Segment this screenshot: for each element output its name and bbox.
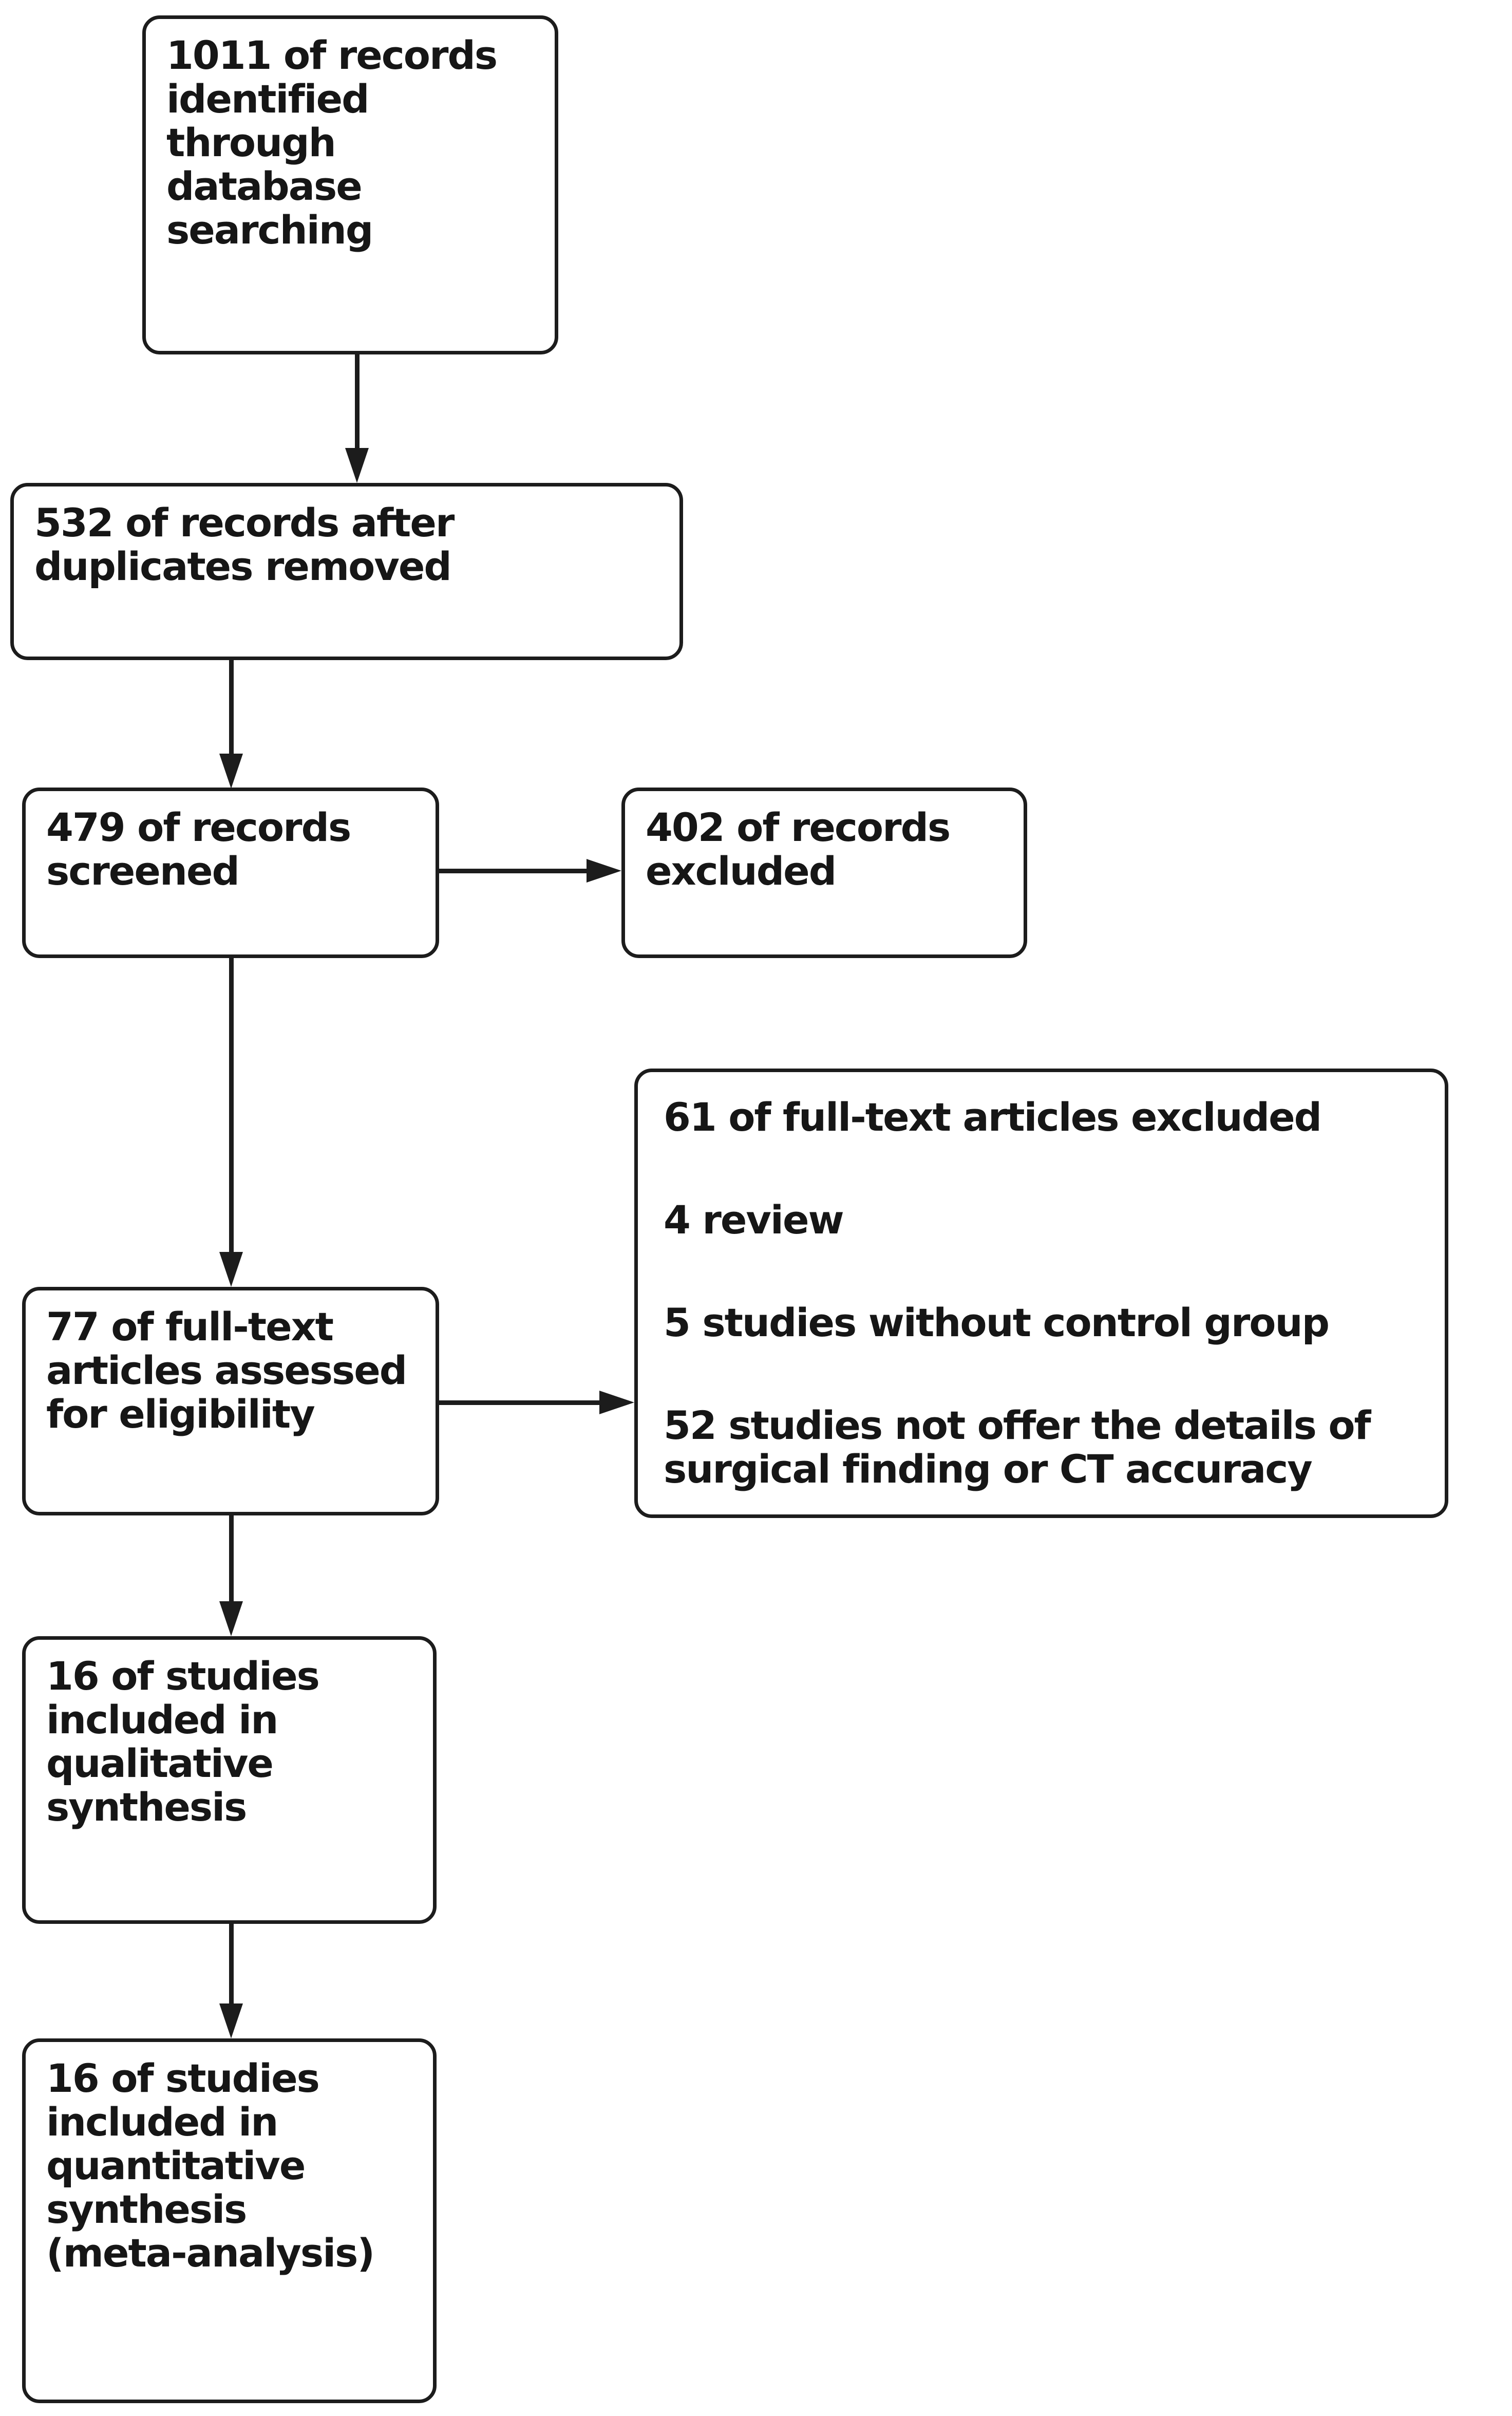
exclusion-reason-item: 4 review (664, 1197, 844, 1243)
flow-box-fulltext-excluded: 61 of full-text articles excluded 4 revi… (634, 1069, 1448, 1518)
connector-qualitative-to-quantitative (229, 1924, 234, 2010)
flow-box-after-duplicates-removed: 532 of records after duplicates removed (10, 483, 683, 660)
exclusion-reason-item: 61 of full-text articles excluded (664, 1094, 1322, 1140)
exclusion-reason-item: 52 studies not offer the details of surg… (664, 1402, 1371, 1492)
flow-box-records-identified: 1011 of records identified through datab… (142, 15, 558, 354)
flow-box-label: 402 of records excluded (646, 804, 951, 894)
arrowhead-right-icon (599, 1391, 634, 1414)
arrowhead-right-icon (587, 859, 621, 883)
connector-screened-to-fulltext (229, 958, 234, 1259)
flow-box-label: 16 of studies included in qualitative sy… (46, 1653, 320, 1830)
flow-box-qualitative-synthesis: 16 of studies included in qualitative sy… (22, 1636, 437, 1924)
flow-box-fulltext-assessed: 77 of full-text articles assessed for el… (22, 1287, 439, 1515)
connector-deduplicated-to-screened (229, 660, 234, 760)
arrowhead-down-icon (219, 754, 243, 789)
arrowhead-down-icon (345, 448, 369, 483)
arrowhead-down-icon (219, 1601, 243, 1636)
flow-box-label: 532 of records after duplicates removed (34, 500, 455, 590)
flow-box-quantitative-synthesis: 16 of studies included in quantitative s… (22, 2038, 437, 2403)
flow-box-label: 479 of records screened (46, 804, 351, 894)
arrowhead-down-icon (219, 1252, 243, 1287)
flow-box-records-excluded: 402 of records excluded (621, 788, 1027, 958)
flow-box-records-screened: 479 of records screened (22, 788, 439, 958)
connector-fulltext-to-fulltext-excluded (439, 1400, 606, 1405)
connector-fulltext-to-qualitative (229, 1515, 234, 1608)
flow-box-label: 77 of full-text articles assessed for el… (46, 1304, 407, 1437)
exclusion-reason-item: 5 studies without control group (664, 1300, 1330, 1346)
flow-box-label: 1011 of records identified through datab… (166, 32, 498, 253)
arrowhead-down-icon (219, 2003, 243, 2038)
connector-identified-to-deduplicated (355, 354, 360, 455)
flow-box-label: 16 of studies included in quantitative s… (46, 2055, 375, 2276)
connector-screened-to-excluded (439, 869, 593, 873)
